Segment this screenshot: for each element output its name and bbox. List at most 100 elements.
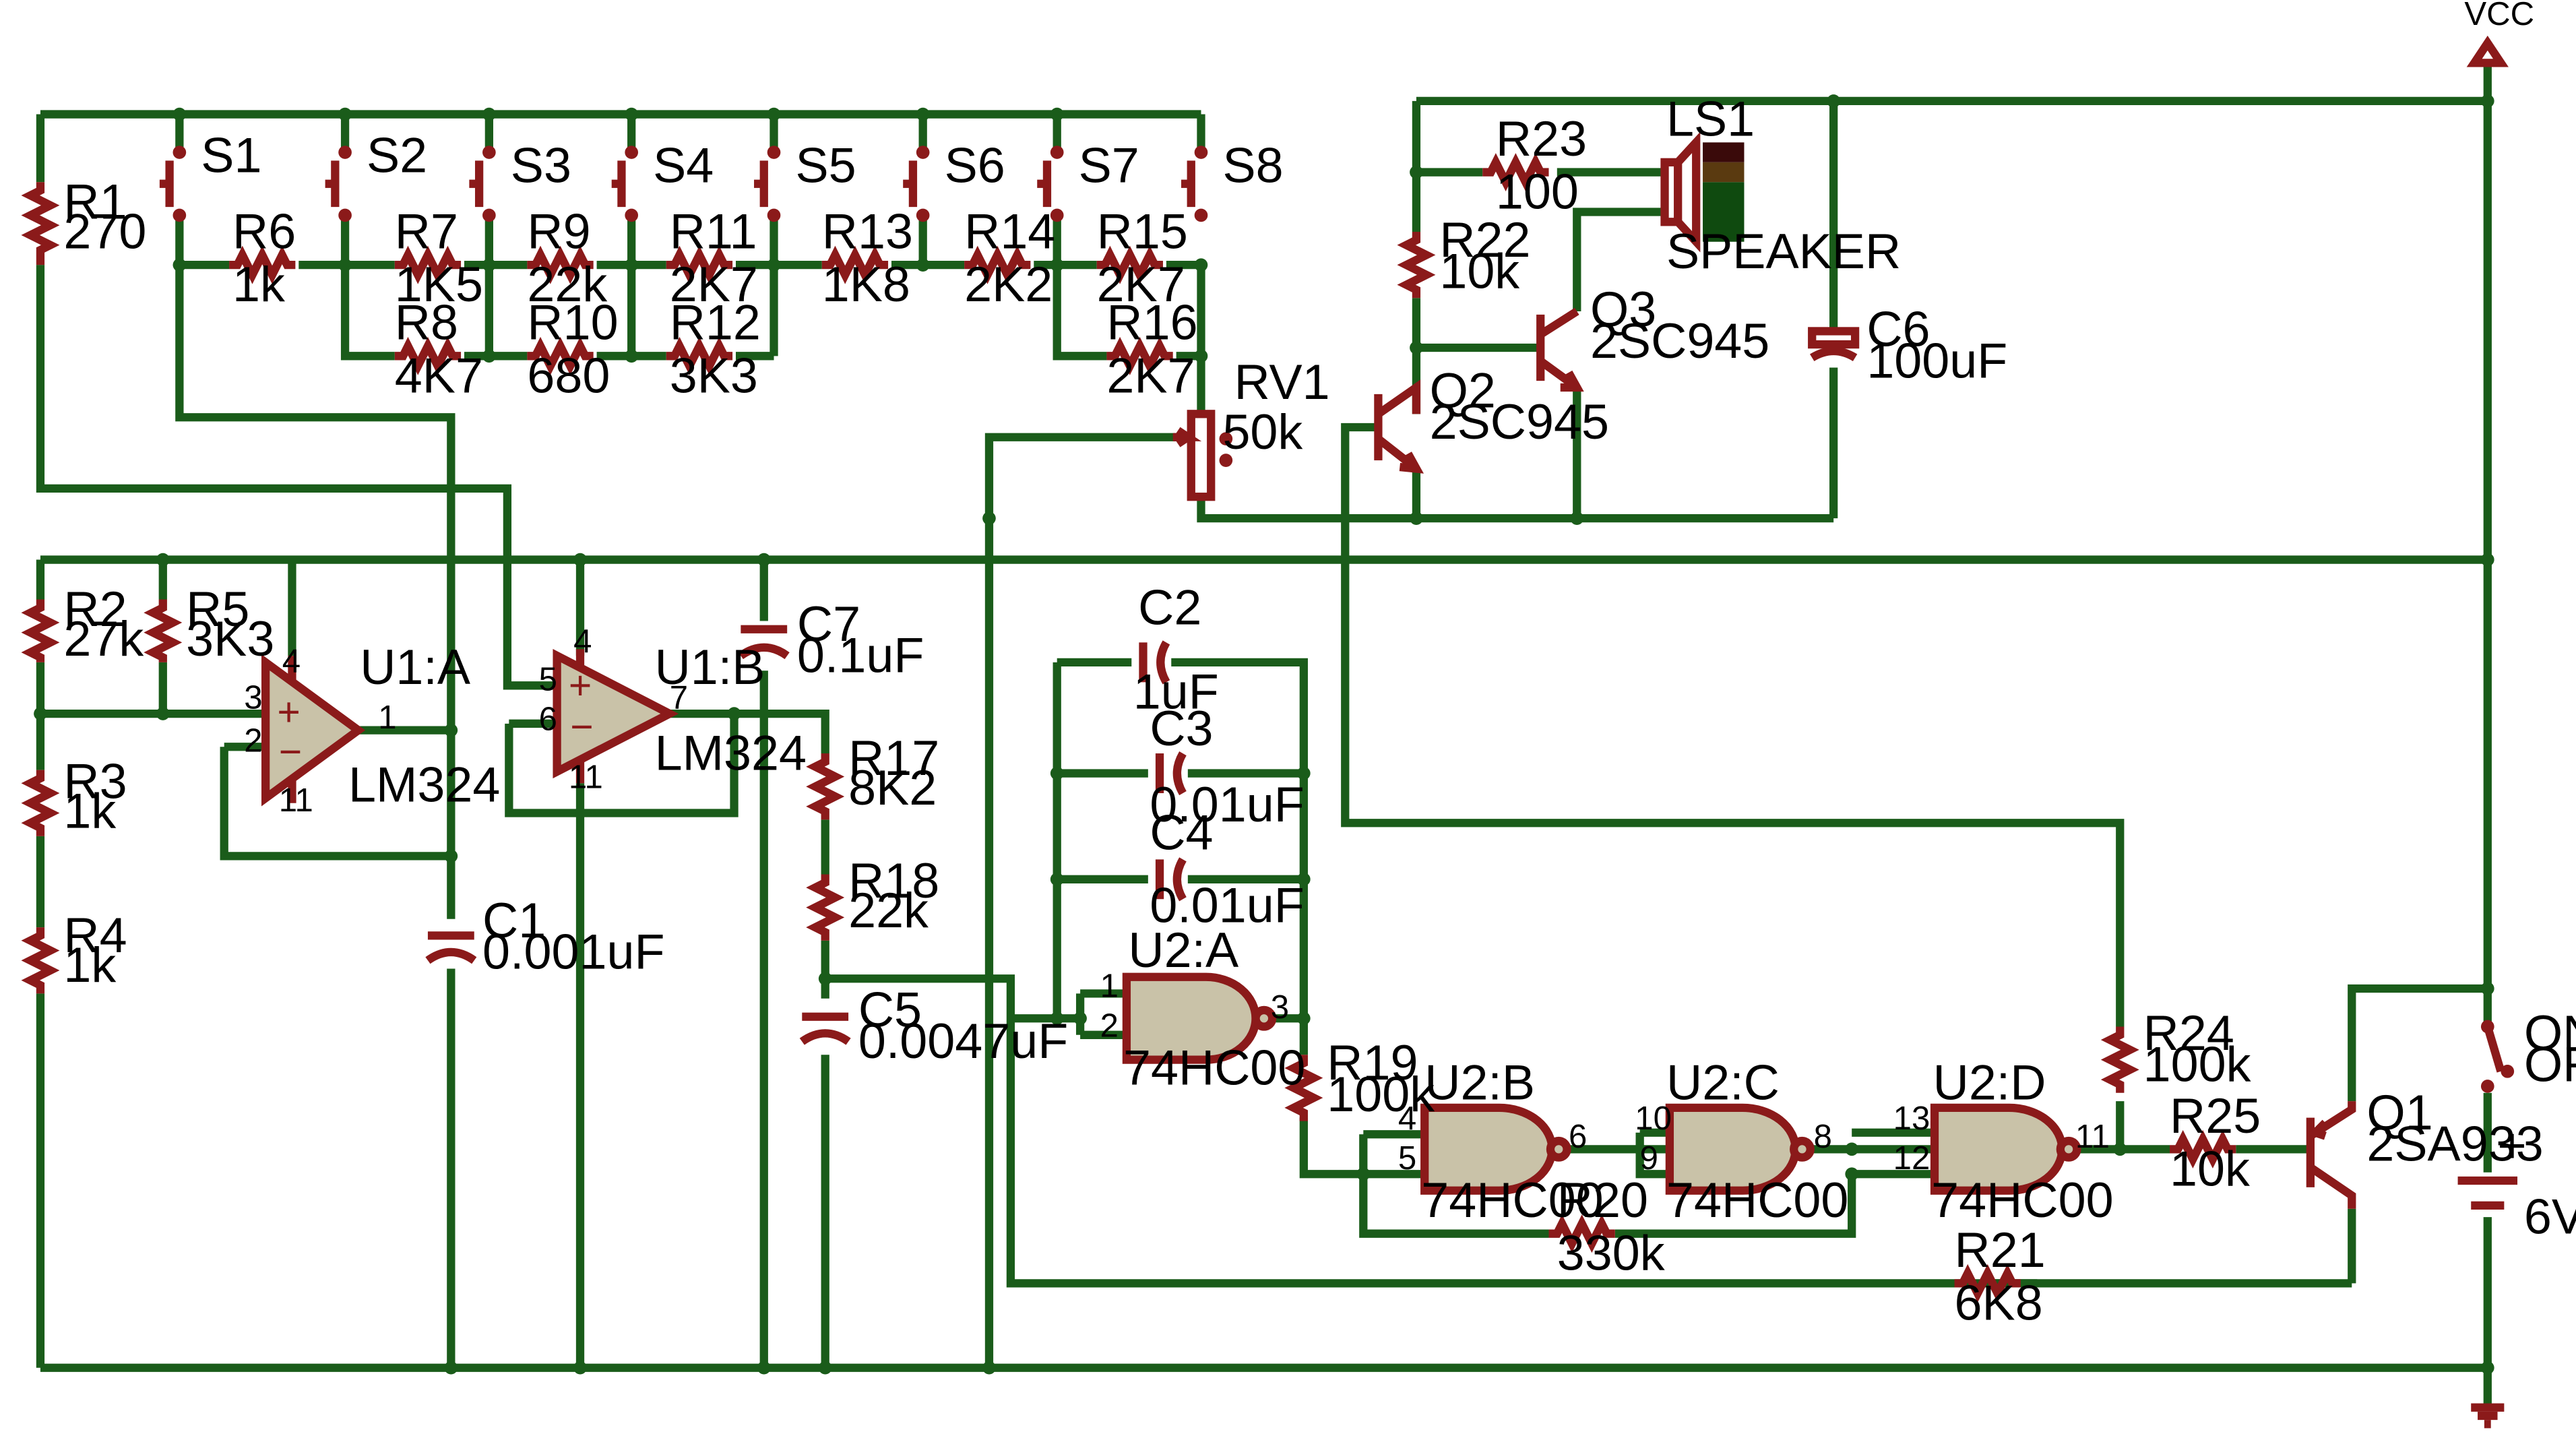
r23-value: 100	[1496, 164, 1579, 220]
switch-s2	[325, 146, 352, 222]
r5-ref: R5	[186, 581, 249, 637]
r15-value: 2K7	[1097, 256, 1185, 312]
labels: VCC R1 270 R2 27k R3 1k R4 1k R5 3K3 R6 …	[63, 0, 2576, 1330]
u2c-pin-10: 10	[1635, 1100, 1672, 1137]
s3-label: S3	[511, 137, 571, 193]
r7-zigzag	[394, 245, 462, 284]
c2-value: 1uF	[1133, 664, 1219, 720]
r21-ref: R21	[1955, 1222, 2046, 1278]
c4-value: 0.01uF	[1150, 877, 1304, 933]
u2b-pin-5: 5	[1398, 1140, 1416, 1177]
switch-s6	[903, 146, 930, 222]
r24-value: 100k	[2143, 1036, 2251, 1092]
vcc-label: VCC	[2464, 0, 2534, 32]
on-label: ON	[2524, 1005, 2576, 1061]
capacitor-c1	[425, 931, 477, 964]
transistor-q2	[1374, 379, 1424, 474]
opamp-u1b: + −	[553, 649, 679, 784]
transistor-q3	[1536, 307, 1584, 392]
r18-ref: R18	[848, 852, 939, 908]
u1b-pin-7: 7	[670, 680, 688, 716]
u2d-pin-11: 11	[2075, 1119, 2110, 1155]
c7-ref: C7	[797, 596, 860, 652]
r20-ref: R20	[1557, 1172, 1648, 1228]
r4-zigzag	[21, 927, 60, 994]
r16-ref: R16	[1106, 294, 1197, 350]
r19-zigzag	[1284, 1055, 1323, 1121]
r7-value: 1K5	[395, 256, 483, 312]
s1-label: S1	[201, 127, 261, 183]
r14-zigzag	[964, 245, 1031, 284]
r21-zigzag	[1954, 1264, 2021, 1303]
r3-ref: R3	[63, 753, 127, 809]
q1-part: 2SA933	[2366, 1116, 2543, 1172]
u1b-pin-4: 4	[573, 623, 592, 660]
c1-ref: C1	[482, 892, 546, 948]
u2d-part: 74HC00	[1931, 1172, 2113, 1228]
s6-label: S6	[945, 137, 1005, 193]
c3-ref: C3	[1150, 700, 1213, 756]
r21-value: 6K8	[1955, 1274, 2043, 1330]
r13-value: 1K8	[822, 256, 910, 312]
u2a-pin-3: 3	[1271, 989, 1289, 1026]
r20-zigzag	[1548, 1214, 1615, 1253]
r3-zigzag	[21, 770, 60, 836]
u2a-pin-1: 1	[1100, 968, 1119, 1004]
u1b-ref: U1:B	[655, 639, 765, 695]
r5-value: 3K3	[186, 611, 274, 666]
r23-zigzag	[1482, 153, 1549, 192]
r6-zigzag	[229, 245, 296, 284]
c6-ref: C6	[1866, 301, 1930, 357]
switch-s8	[1181, 146, 1208, 222]
r11-value: 2K7	[670, 256, 758, 312]
r15-ref: R15	[1097, 204, 1188, 259]
r11-ref: R11	[670, 204, 757, 259]
c6-value: 100uF	[1866, 332, 2007, 388]
u1b-pin-11: 11	[569, 759, 603, 796]
r25-zigzag	[2169, 1129, 2236, 1168]
u2c-pin-9: 9	[1640, 1140, 1658, 1177]
r9-zigzag	[527, 245, 594, 284]
r20-value: 330k	[1557, 1225, 1665, 1281]
r2-zigzag	[21, 599, 60, 662]
u2a-ref: U2:A	[1128, 922, 1239, 978]
r8-zigzag	[394, 336, 462, 375]
switch-s3	[469, 146, 496, 222]
r12-zigzag	[666, 336, 733, 375]
r7-ref: R7	[395, 204, 458, 259]
r22-ref: R22	[1439, 212, 1530, 268]
s5-label: S5	[795, 137, 856, 193]
u2b-pin-4: 4	[1398, 1100, 1416, 1137]
r18-value: 22k	[848, 882, 929, 938]
svg-text:−: −	[570, 705, 593, 749]
r17-value: 8K2	[848, 759, 937, 815]
r14-value: 2K2	[964, 256, 1053, 312]
push-switches	[159, 146, 1208, 222]
r13-zigzag	[821, 245, 889, 284]
r6-value: 1k	[232, 256, 285, 312]
rv1-value: 50k	[1222, 404, 1302, 460]
q3-ref: Q3	[1590, 281, 1656, 337]
switch-s7	[1037, 146, 1064, 222]
u2a-pin-2: 2	[1100, 1007, 1119, 1044]
r2-value: 27k	[63, 611, 144, 666]
vcc-arrow-icon	[2466, 35, 2509, 67]
q3-part: 2SC945	[1590, 313, 1769, 369]
u1b-pin-6: 6	[539, 702, 557, 738]
s7-label: S7	[1079, 137, 1139, 193]
u1a-part: LM324	[348, 756, 500, 812]
u1a-ref: U1:A	[360, 639, 471, 695]
u1a-pin-2: 2	[244, 723, 262, 759]
capacitor-c4	[1155, 857, 1187, 902]
u2b-part: 74HC00	[1421, 1172, 1603, 1228]
u2d-pin-13: 13	[1893, 1100, 1930, 1137]
r8-ref: R8	[395, 294, 458, 350]
r12-ref: R12	[670, 294, 761, 350]
switch-s5	[754, 146, 781, 222]
r22-value: 10k	[1439, 243, 1519, 299]
s4-label: S4	[653, 137, 714, 193]
r5-zigzag	[144, 599, 183, 662]
c2-ref: C2	[1138, 579, 1201, 635]
u1a-pin-4: 4	[282, 644, 301, 680]
